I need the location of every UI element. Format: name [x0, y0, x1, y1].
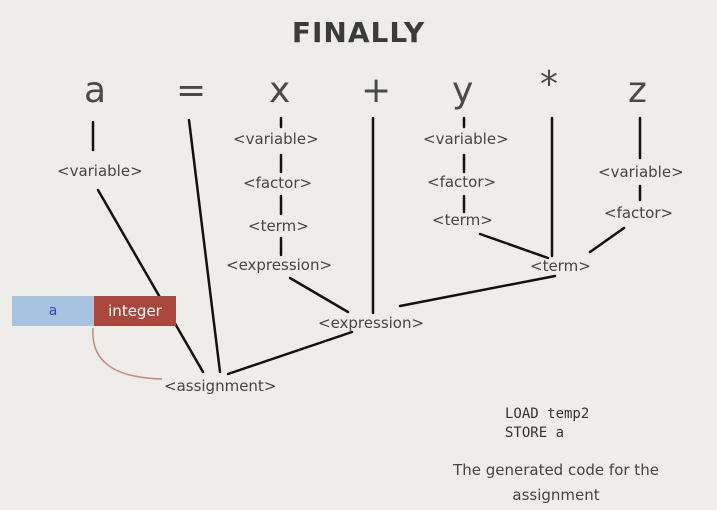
node-variable-x: <variable> — [233, 130, 319, 148]
token-a: a — [84, 70, 107, 111]
node-term-product: <term> — [530, 257, 591, 275]
node-variable-y: <variable> — [423, 130, 509, 148]
token-z: z — [628, 70, 647, 111]
node-term-y: <term> — [432, 211, 493, 229]
node-variable-z: <variable> — [598, 163, 684, 181]
token-x: x — [269, 70, 291, 111]
caption-line-2: assignment — [512, 486, 600, 504]
node-term-x: <term> — [248, 217, 309, 235]
token-y: y — [452, 70, 474, 111]
node-factor-x: <factor> — [243, 174, 313, 192]
slide-title: FINALLY — [291, 16, 426, 49]
generated-code: LOAD temp2 STORE a — [505, 405, 589, 443]
caption-line-1: The generated code for the — [453, 461, 659, 479]
edge-term-term — [478, 232, 550, 260]
symbol-name-cell: a — [12, 296, 94, 326]
node-expression-x: <expression> — [226, 256, 333, 274]
code-line-load: LOAD temp2 — [505, 406, 590, 422]
edge-variable-assignment — [96, 188, 205, 374]
edge-expression-expression — [288, 276, 350, 314]
node-factor-z: <factor> — [604, 204, 674, 222]
symbol-link-curve — [92, 327, 163, 380]
code-caption: The generated code for the assignment — [440, 458, 672, 508]
node-expression-sum: <expression> — [318, 314, 425, 332]
node-assignment: <assignment> — [164, 377, 277, 395]
edge-term-expression-top — [398, 274, 557, 308]
token-plus: + — [361, 70, 392, 111]
code-line-store: STORE a — [505, 425, 565, 441]
token-star: * — [540, 64, 558, 105]
edge-expression-assignment — [226, 330, 354, 376]
edge-factor-term-z — [588, 226, 626, 254]
node-factor-y: <factor> — [427, 173, 497, 191]
symbol-table-entry: a integer — [12, 296, 176, 326]
token-equals: = — [176, 70, 207, 111]
edge-equals-assignment — [187, 118, 222, 374]
node-variable-a: <variable> — [57, 162, 143, 180]
symbol-type-cell: integer — [94, 296, 176, 326]
